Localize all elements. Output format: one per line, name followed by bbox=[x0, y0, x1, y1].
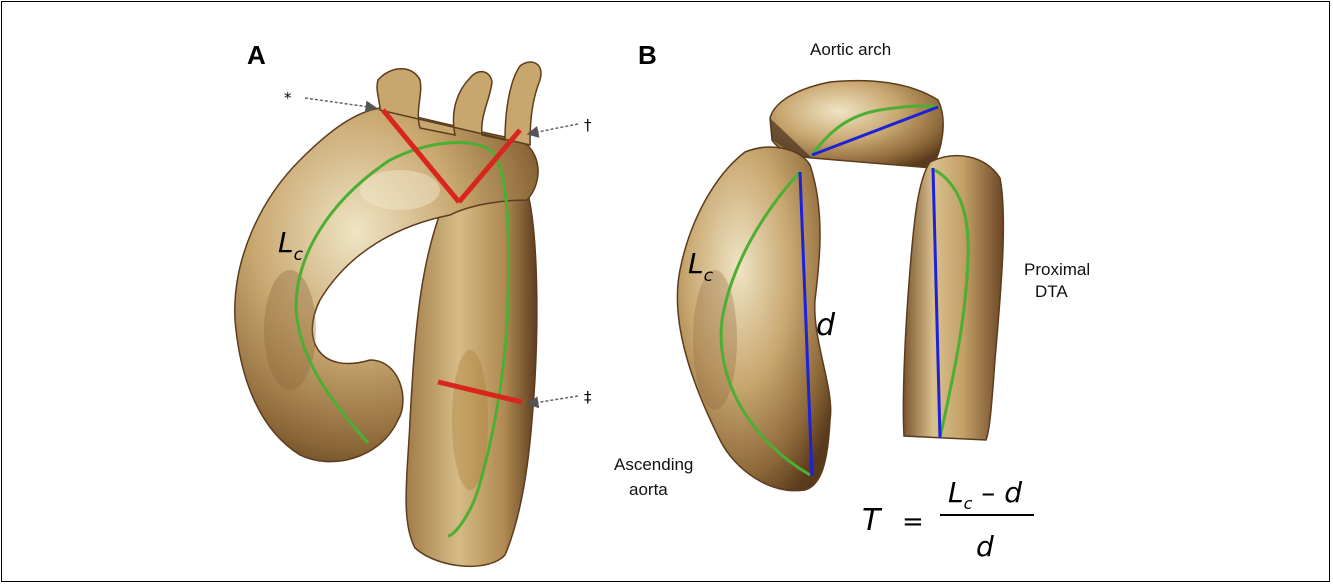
aortic-arch-label: Aortic arch bbox=[810, 40, 891, 59]
asterisk-marker: * bbox=[284, 89, 292, 107]
dta-label-line2: DTA bbox=[1035, 282, 1068, 301]
panel-a-aorta bbox=[235, 62, 541, 566]
formula-numerator: Lc – d bbox=[948, 476, 1022, 513]
double-dagger-arrow bbox=[528, 396, 578, 404]
formula-lhs: T bbox=[862, 503, 883, 538]
panel-a-letter: A bbox=[247, 40, 266, 70]
panel-b-letter: B bbox=[638, 40, 657, 70]
shading-1 bbox=[264, 270, 316, 390]
ascending-label-line1: Ascending bbox=[614, 455, 693, 474]
chord-length-label: d bbox=[816, 308, 836, 343]
asterisk-arrow bbox=[305, 98, 376, 108]
dta-label-line1: Proximal bbox=[1024, 260, 1090, 279]
dagger-marker: † bbox=[584, 116, 592, 134]
dta-segment-shape bbox=[903, 156, 1003, 440]
ascending-label-line2: aorta bbox=[629, 480, 668, 499]
formula-denominator: d bbox=[976, 530, 994, 563]
double-dagger-marker: ‡ bbox=[584, 388, 592, 406]
formula-equals: = bbox=[902, 507, 924, 537]
dagger-arrow bbox=[528, 124, 578, 134]
tortuosity-formula: T = Lc – d d bbox=[862, 476, 1034, 563]
highlight-1 bbox=[360, 170, 440, 210]
